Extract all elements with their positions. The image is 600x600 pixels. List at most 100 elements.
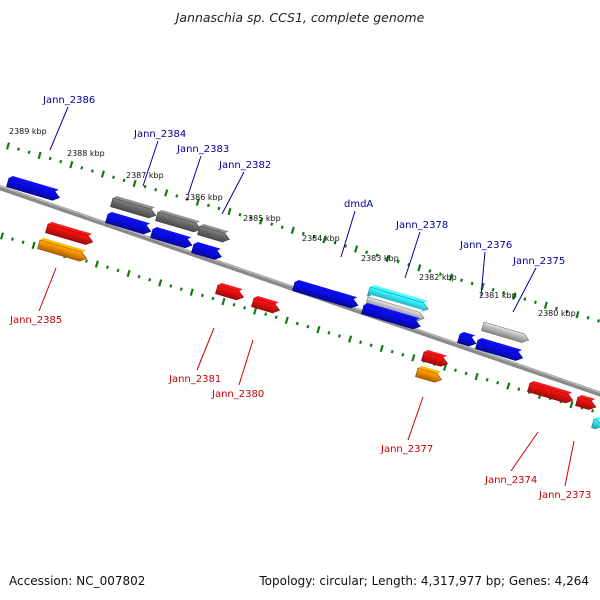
track-tick (322, 236, 327, 244)
track-tick (411, 354, 416, 362)
reverse-label-leader (407, 396, 424, 441)
track-tick (338, 334, 341, 338)
track-tick (253, 307, 258, 315)
forward-label-leader (221, 171, 245, 215)
forward-label-leader (142, 140, 159, 187)
track-tick (189, 288, 194, 296)
track-tick (591, 409, 595, 413)
reverse-label-leader (564, 440, 575, 487)
track-tick (506, 382, 511, 390)
reverse-gene-label: Jann_2373 (538, 490, 591, 501)
track-tick (575, 311, 580, 319)
gene-jann-2376 (457, 331, 477, 347)
track-tick (154, 187, 158, 192)
gene-jann-2374 (527, 380, 574, 404)
gene-jann-2378-blue (361, 302, 421, 330)
track-tick (249, 216, 253, 220)
track-tick (179, 287, 183, 291)
track-tick (48, 156, 52, 161)
track-tick (243, 306, 247, 310)
track-tick (438, 272, 442, 276)
track-tick (401, 352, 405, 357)
gene-jann-2383 (150, 226, 193, 249)
track-tick (442, 363, 448, 371)
track-tick (132, 179, 137, 188)
track-tick (390, 349, 394, 354)
forward-gene-label: Jann_2383 (176, 144, 229, 155)
tick-label: 2383 kbp (361, 254, 399, 263)
forward-gene-label: Jann_2378 (395, 220, 448, 231)
track-tick (385, 254, 390, 263)
track-tick (365, 250, 369, 254)
track-tick (496, 381, 500, 385)
track-tick (474, 372, 479, 381)
tick-label: 2381 kbp (479, 291, 517, 300)
forward-gene-label: Jann_2375 (512, 256, 565, 267)
track-tick (454, 368, 457, 373)
track-tick (90, 169, 94, 173)
tick-label: 2388 kbp (67, 149, 105, 158)
track-tick (106, 265, 109, 269)
track-tick (27, 150, 31, 154)
track-tick (460, 278, 463, 283)
track-tick (543, 301, 548, 309)
tick-label: 2385 kbp (243, 214, 281, 223)
tick-label: 2380 kbp (538, 309, 576, 318)
track-tick (200, 293, 204, 298)
gene-jann-2384 (105, 211, 152, 235)
track-tick (306, 324, 310, 329)
track-tick (158, 279, 163, 287)
gene-jann-2382-region (197, 223, 230, 243)
genome-summary-text: Topology: circular; Length: 4,317,977 bp… (259, 574, 589, 588)
track-tick (5, 142, 11, 150)
track-tick (164, 189, 169, 197)
gene-jann-2386 (6, 175, 60, 201)
track-tick (448, 273, 454, 281)
reverse-gene-label: Jann_2380 (211, 389, 264, 400)
reverse-label-leader (196, 327, 215, 371)
gene-jann-2373-cyan (591, 416, 600, 430)
track-tick (100, 170, 105, 178)
track-tick (379, 344, 384, 353)
track-tick (586, 316, 590, 320)
forward-gene-label: Jann_2384 (133, 129, 186, 140)
forward-dotted-track (5, 142, 600, 323)
reverse-gene-label: Jann_2381 (168, 374, 221, 385)
track-tick (485, 377, 489, 382)
track-tick (316, 326, 321, 334)
track-tick (333, 241, 337, 245)
track-tick (597, 319, 600, 323)
track-tick (37, 151, 42, 160)
track-tick (301, 231, 305, 236)
track-tick (31, 241, 36, 250)
track-tick (523, 297, 527, 301)
track-tick (175, 194, 179, 198)
gene-jann-2383-region (155, 209, 202, 233)
track-tick (211, 296, 215, 301)
track-tick (195, 198, 200, 206)
track-tick (259, 217, 264, 225)
gene-jann-2377-orange (415, 365, 443, 383)
gene-jann-2378 (367, 284, 429, 312)
track-tick (143, 184, 147, 189)
track-tick (206, 203, 210, 208)
forward-label-leader (187, 155, 202, 196)
track-tick (327, 331, 331, 335)
map-title: Jannaschia sp. CCS1, complete genome (175, 10, 425, 25)
forward-gene-label: Jann_2376 (459, 240, 512, 251)
track-tick (375, 253, 379, 258)
gene-jann-2381 (215, 282, 245, 301)
forward-label-leader (480, 251, 486, 297)
reverse-gene-label: Jann_2374 (484, 475, 537, 486)
track-tick (227, 207, 232, 216)
reverse-label-leader (38, 267, 57, 312)
track-tick (428, 269, 432, 273)
track-tick (148, 277, 152, 282)
track-tick (217, 206, 221, 211)
track-tick (169, 284, 173, 288)
accession-text: Accession: NC_007802 (9, 574, 146, 588)
track-tick (0, 232, 5, 240)
track-tick (80, 166, 84, 170)
